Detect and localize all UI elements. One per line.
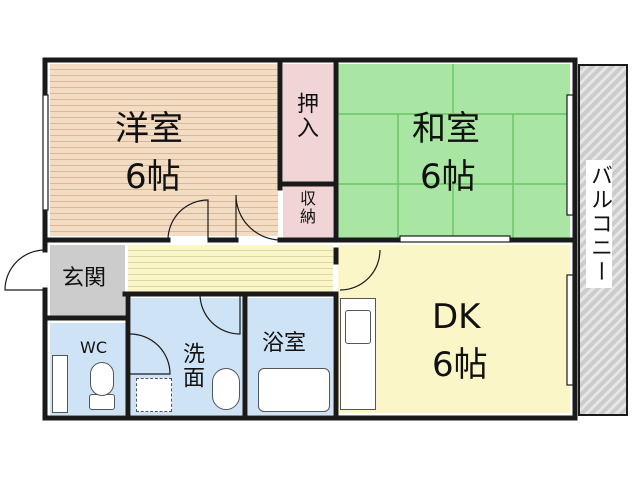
dining-kitchen (338, 245, 570, 413)
bathroom-label: 浴室 (262, 331, 307, 356)
wc-label: WC (80, 338, 107, 357)
hallway (128, 245, 333, 293)
bathtub (258, 368, 330, 412)
closet-oshiire (283, 64, 333, 182)
washroom-label: 洗面 (179, 342, 204, 390)
kitchen-sink (345, 310, 371, 344)
wash-basin (212, 368, 240, 410)
japanese-room (338, 64, 570, 240)
tatami-lines (338, 64, 570, 240)
japanese-room-name: 和室 (412, 109, 480, 149)
western-room-name: 洋室 (115, 109, 183, 149)
washing-machine-pan (136, 378, 172, 412)
toilet-bowl (90, 362, 114, 396)
entrance (50, 245, 125, 318)
wc-storage (52, 355, 68, 413)
closet-oshiire-label: 押入 (293, 92, 318, 140)
closet-storage-label: 収納 (297, 190, 316, 226)
balcony-label: バルコニー (586, 160, 612, 288)
closet-storage (283, 186, 333, 238)
western-room (50, 64, 278, 236)
japanese-room-size: 6帖 (420, 157, 476, 197)
western-room-size: 6帖 (125, 157, 181, 197)
dk-name: DK (432, 297, 481, 337)
entrance-label: 玄関 (62, 266, 107, 291)
dk-size: 6帖 (432, 345, 488, 385)
